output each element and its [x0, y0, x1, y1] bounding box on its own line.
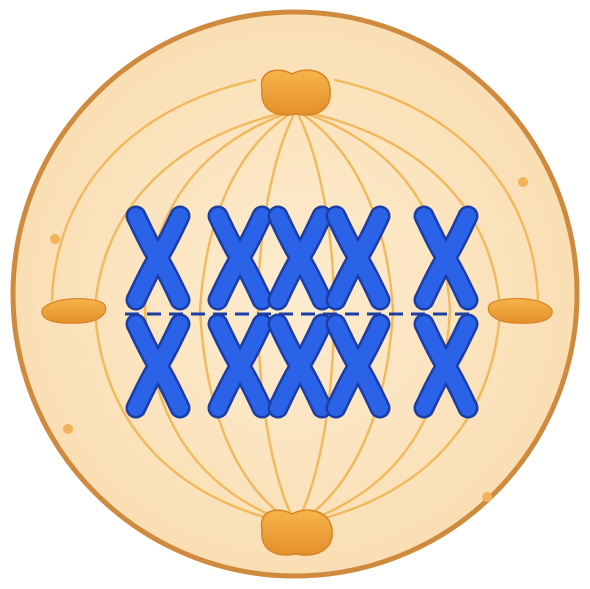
- vesicle-dot: [63, 424, 73, 434]
- centrosome-top: [261, 70, 330, 115]
- vesicle-dot: [518, 177, 528, 187]
- vesicle-dot: [482, 492, 492, 502]
- side-body-left: [42, 299, 106, 324]
- vesicle-dot: [50, 234, 60, 244]
- side-body-right: [488, 299, 552, 324]
- centrosome-bottom: [261, 510, 332, 555]
